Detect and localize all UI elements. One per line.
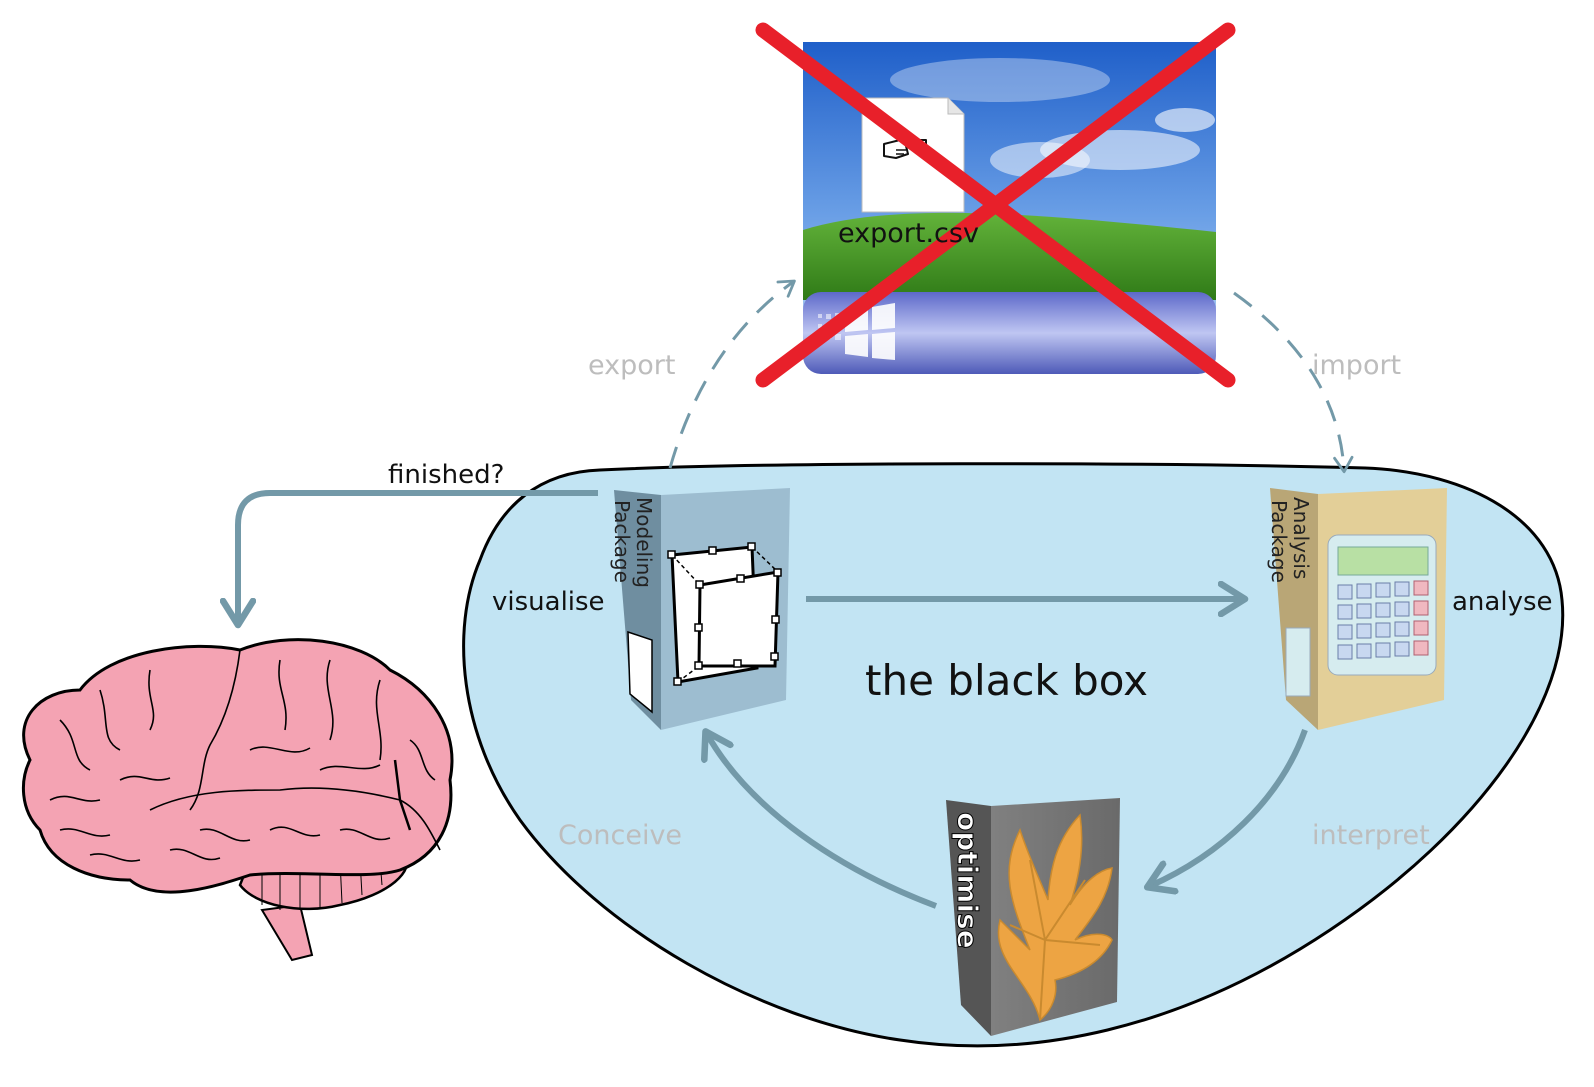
label-export: export (588, 350, 676, 381)
diagram-title: the black box (865, 656, 1149, 705)
label-analyse: analyse (1452, 587, 1553, 617)
brain-icon (21, 638, 454, 962)
analysis-package-box (1270, 488, 1447, 730)
analysis-package-title: Analysis (1289, 497, 1313, 580)
windows-desktop (755, 22, 1236, 388)
label-visualise: visualise (492, 587, 605, 617)
modeling-package-subtitle: Package (610, 500, 634, 583)
desktop-file-name: export.csv (838, 218, 979, 249)
conceive-arrow (707, 734, 938, 909)
export-arrow (668, 279, 796, 469)
modeling-package-box (614, 488, 790, 730)
label-import: import (1312, 350, 1402, 381)
red-cross-icon (755, 22, 1236, 388)
interpret-arrow (1150, 728, 1308, 886)
finished-arrow (238, 490, 598, 622)
label-interpret: interpret (1312, 820, 1430, 851)
modeling-package-title: Modeling (632, 497, 656, 588)
label-finished: finished? (388, 460, 505, 490)
optimise-package-box (946, 798, 1120, 1036)
calculator-icon (1327, 534, 1437, 676)
import-arrow (1233, 291, 1354, 474)
optimise-package-title: optimise (951, 812, 985, 950)
leaf-icon (997, 813, 1113, 1022)
analysis-package-subtitle: Package (1267, 500, 1291, 583)
label-conceive: Conceive (558, 820, 683, 851)
wireframe-cube-icon (667, 542, 782, 686)
